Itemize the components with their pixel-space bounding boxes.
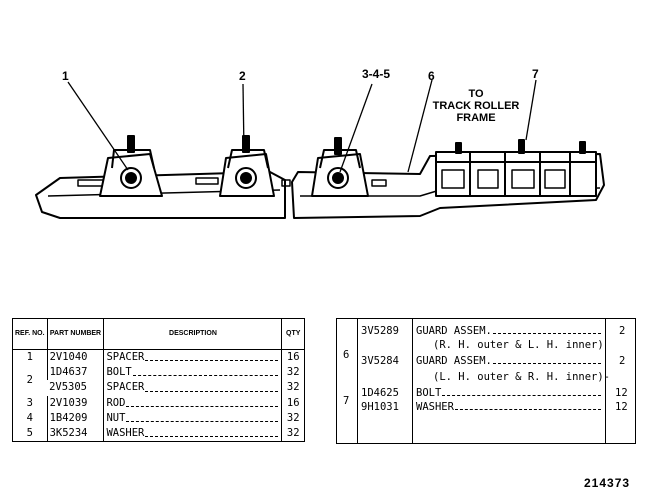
qty-cell: 32	[281, 380, 305, 396]
desc-text: GUARD ASSEM.	[416, 355, 492, 367]
spacer-bracket-1	[99, 135, 163, 197]
part-cell: 3V5284	[361, 355, 399, 367]
ref-7: 7	[343, 395, 350, 407]
ref-cell: 4	[26, 411, 33, 424]
spacer-bracket-3	[311, 137, 369, 197]
header-desc: DESCRIPTION	[103, 318, 282, 350]
header-qty: QTY	[281, 318, 305, 350]
desc-note: (R. H. outer & L. H. inner)	[433, 339, 604, 351]
part-cell: 3V5289	[361, 325, 399, 337]
part-cell: 2V5305	[49, 381, 87, 394]
target-label-line-2: TRACK ROLLER	[432, 100, 520, 112]
qty-cell: 2	[619, 325, 626, 337]
qty-cell: 2	[619, 355, 626, 367]
desc-cell: GUARD ASSEM.	[416, 355, 602, 368]
qty-cell: 32	[281, 410, 305, 427]
desc-text: ROD	[106, 396, 126, 409]
qty-cell: 16	[281, 349, 305, 366]
qty-cell: 12	[615, 387, 628, 399]
part-cell: 1B4209	[46, 410, 104, 427]
parts-table-left: REF. NO. PART NUMBER DESCRIPTION QTY 1 2…	[12, 318, 305, 443]
part-cell: 3K5234	[46, 426, 104, 442]
table-row: 5 3K5234 WASHER 32	[13, 426, 305, 442]
part-cell: 2V1040	[46, 349, 104, 366]
table-row: 4 1B4209 NUT 32	[13, 410, 305, 427]
desc-text: GUARD ASSEM.	[416, 325, 492, 337]
desc-cell: ROD	[103, 395, 282, 411]
desc-cell: SPACER	[103, 349, 282, 366]
desc-text: WASHER	[106, 427, 145, 440]
desc-cell: SPACER	[103, 380, 282, 396]
table-row: 2 1D4637 BOLT 32	[13, 365, 305, 386]
desc-text: WASHER	[416, 401, 454, 413]
table-row: 3 2V1039 ROD 16	[13, 395, 305, 411]
callout-6: 6	[428, 69, 435, 83]
desc-text: SPACER	[106, 381, 145, 394]
spacer-bracket-2	[219, 135, 275, 197]
desc-text: BOLT	[416, 387, 442, 399]
target-label: TO TRACK ROLLER FRAME	[424, 88, 528, 124]
parts-table-right: 6 7 3V5289 GUARD ASSEM. (R. H. outer & L…	[336, 318, 636, 444]
ref-6: 6	[343, 349, 350, 361]
part-cell: 9H1031	[361, 401, 399, 413]
desc-text: BOLT	[106, 366, 132, 379]
callout-2: 2	[239, 69, 246, 83]
desc-text: SPACER	[106, 351, 145, 363]
ref-cell: 3	[26, 396, 33, 409]
qty-cell: 32	[281, 365, 305, 381]
desc-cell: WASHER	[416, 401, 602, 414]
desc-cell: BOLT	[103, 365, 282, 381]
drawing-number: 214373	[584, 476, 631, 490]
desc-cell: WASHER	[103, 426, 282, 442]
qty-cell: 32	[281, 426, 305, 442]
callout-7: 7	[532, 67, 539, 81]
callout-3-4-5: 3-4-5	[362, 67, 391, 81]
target-label-line-3: FRAME	[456, 112, 496, 124]
desc-cell: GUARD ASSEM.	[416, 325, 602, 338]
guard-assembly-drawing	[35, 79, 605, 219]
target-label-line-1: TO	[468, 88, 484, 100]
table-row: 2V5305 SPACER 32	[13, 380, 305, 396]
header-part: PART NUMBER	[46, 318, 104, 350]
part-cell: 2V1039	[46, 395, 104, 411]
table-row: 1 2V1040 SPACER 16	[13, 349, 305, 366]
qty-cell: 16	[281, 395, 305, 411]
header-ref: REF. NO.	[12, 318, 48, 350]
desc-cell: BOLT	[416, 387, 602, 400]
desc-text: NUT	[106, 411, 126, 424]
ref-cell: 2	[26, 373, 33, 386]
ref-cell: 5	[26, 427, 33, 440]
part-cell: 1D4625	[361, 387, 399, 399]
part-cell: 1D4637	[46, 365, 104, 381]
ref-cell: 1	[26, 351, 33, 363]
qty-cell: 12	[615, 401, 628, 413]
desc-note: (L. H. outer & R. H. inner)-	[433, 371, 611, 383]
desc-cell: NUT	[103, 410, 282, 427]
callout-1: 1	[62, 69, 69, 83]
